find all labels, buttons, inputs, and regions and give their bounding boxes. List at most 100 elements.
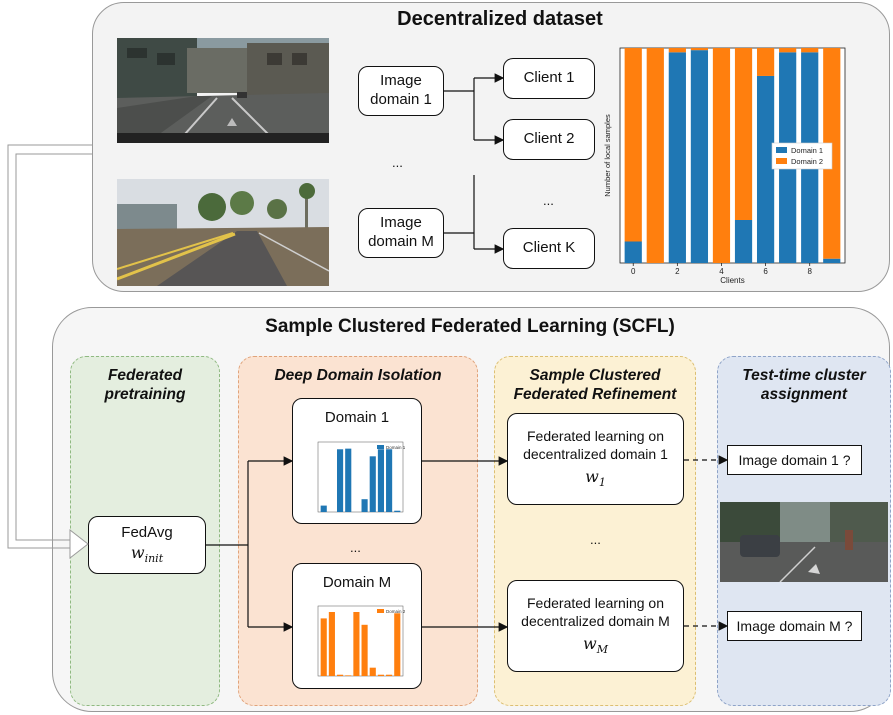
fl-domain-1-weight-subscript: 1 — [598, 476, 606, 490]
mini-bar-6 — [369, 667, 376, 676]
mini-bar-3 — [345, 448, 352, 512]
mini-bar-6 — [369, 456, 376, 512]
image-domain-m-line1: Image — [380, 214, 422, 232]
col3-title-line1: Sample Clustered — [529, 367, 661, 384]
x-tick-label-6: 6 — [763, 267, 768, 276]
domain-1-mini-chart: Domain 1 — [317, 441, 405, 513]
bar-domain2-client-1 — [646, 48, 664, 263]
col4-title-line2: assignment — [760, 386, 848, 404]
street-photo-domain-1 — [117, 38, 329, 143]
col1-title-line1: Federated — [107, 367, 183, 384]
bar-domain2-client-7 — [779, 48, 797, 53]
bar-domain1-client-9 — [823, 258, 841, 263]
domain-m-label: Domain M — [322, 574, 392, 591]
mini-legend-label: Domain 1 — [386, 445, 405, 450]
fedavg-weight-symbol: w — [130, 542, 145, 562]
bar-domain2-client-6 — [756, 48, 775, 76]
mini-bar-9 — [394, 613, 401, 676]
assign-image-domain-m-box: Image domain M ? — [727, 611, 862, 641]
ellipsis-clients: ... — [543, 193, 554, 208]
fl-domain-m-weight: wM — [583, 634, 608, 657]
col-deep-domain-isolation-title: Deep Domain Isolation — [274, 367, 442, 384]
x-tick-label-8: 8 — [807, 267, 812, 276]
fl-domain-m-box: Federated learning on decentralized doma… — [507, 580, 684, 672]
fl-domain-m-weight-symbol: w — [583, 634, 597, 654]
col4-title-line1: Test-time cluster — [742, 367, 866, 384]
mini-bar-4 — [353, 612, 360, 676]
bar-domain1-client-3 — [690, 50, 709, 264]
fl-domain-1-weight: w1 — [585, 467, 606, 490]
y-axis-label: Number of local samples — [603, 114, 612, 197]
mini-bar-2 — [337, 449, 344, 512]
fedavg-weight-subscript: init — [144, 552, 164, 566]
x-tick-label-4: 4 — [719, 267, 724, 276]
image-domain-m-box: Image domain M — [358, 208, 444, 258]
bar-domain2-client-2 — [668, 48, 686, 53]
legend-label-1: Domain 1 — [791, 146, 823, 155]
x-tick-label-2: 2 — [675, 267, 680, 276]
mini-bar-3 — [345, 675, 352, 676]
col-test-time-title: Test-time cluster assignment — [719, 366, 889, 405]
domain-1-label: Domain 1 — [324, 409, 390, 426]
mini-bar-0 — [320, 618, 327, 676]
test-street-photo — [720, 502, 888, 582]
x-axis-label: Clients — [720, 276, 744, 285]
fl-domain-1-line1: Federated learning on — [527, 428, 664, 445]
fedavg-label: FedAvg — [121, 524, 173, 542]
bar-domain2-client-3 — [690, 48, 709, 51]
mini-legend-label: Domain 2 — [386, 609, 405, 614]
bar-domain1-client-5 — [734, 220, 753, 263]
fedavg-weight: winit — [131, 543, 163, 566]
bar-domain2-client-4 — [712, 48, 731, 263]
x-tick-label-0: 0 — [631, 267, 636, 276]
bar-domain2-client-5 — [734, 48, 753, 220]
mini-bar-8 — [386, 674, 393, 676]
image-domain-1-line1: Image — [380, 72, 422, 90]
street-photo-domain-m — [117, 179, 329, 286]
ellipsis-domains: ... — [350, 540, 361, 555]
mini-bar-5 — [361, 624, 368, 676]
legend-swatch-2 — [776, 158, 787, 164]
mini-bar-9 — [394, 510, 401, 512]
mini-bar-1 — [328, 612, 335, 676]
col-sample-clustered-title: Sample Clustered Federated Refinement — [496, 366, 694, 405]
ellipsis-refinement: ... — [590, 532, 601, 547]
mini-legend-swatch — [377, 609, 384, 613]
bar-domain2-client-8 — [801, 48, 819, 53]
feed-arrow-head — [69, 528, 89, 560]
image-domain-1-line2: domain 1 — [370, 91, 432, 108]
fedavg-box: FedAvg winit — [88, 516, 206, 574]
bar-domain1-client-2 — [668, 52, 686, 263]
col3-title-line2: Federated Refinement — [513, 386, 677, 404]
fl-domain-m-line2: decentralized domain M — [521, 612, 670, 629]
mini-bar-8 — [386, 449, 393, 512]
fl-domain-1-weight-symbol: w — [585, 467, 599, 487]
client-1-box: Client 1 — [503, 58, 595, 99]
feed-arrow-outline-inner — [15, 153, 92, 541]
bar-domain1-client-6 — [756, 75, 775, 263]
bar-domain2-client-0 — [624, 48, 642, 242]
legend-label-2: Domain 2 — [791, 157, 823, 166]
feed-arrow-outline — [7, 144, 92, 549]
legend-swatch-1 — [776, 147, 787, 153]
col-federated-pretraining-title: Federated pretraining — [72, 366, 218, 405]
assign-image-domain-1-box: Image domain 1 ? — [727, 445, 862, 475]
domain-m-mini-chart: Domain 2 — [317, 605, 405, 677]
fl-domain-m-weight-subscript: M — [596, 643, 608, 657]
image-domain-1-box: Image domain 1 — [358, 66, 444, 116]
mini-bar-0 — [320, 505, 327, 512]
decentralized-dataset-title: Decentralized dataset — [397, 8, 603, 30]
mini-bar-5 — [361, 499, 368, 512]
mini-bar-7 — [377, 449, 384, 512]
ellipsis-image-domains: ... — [392, 155, 403, 170]
scfl-title: Sample Clustered Federated Learning (SCF… — [265, 316, 675, 337]
mini-legend-swatch — [377, 445, 384, 449]
fl-domain-m-line1: Federated learning on — [527, 595, 664, 612]
fl-domain-1-line2: decentralized domain 1 — [523, 445, 668, 462]
bar-domain1-client-0 — [624, 241, 642, 263]
mini-bar-2 — [337, 674, 344, 676]
fl-domain-1-box: Federated learning on decentralized doma… — [507, 413, 684, 505]
client-k-box: Client K — [503, 228, 595, 269]
